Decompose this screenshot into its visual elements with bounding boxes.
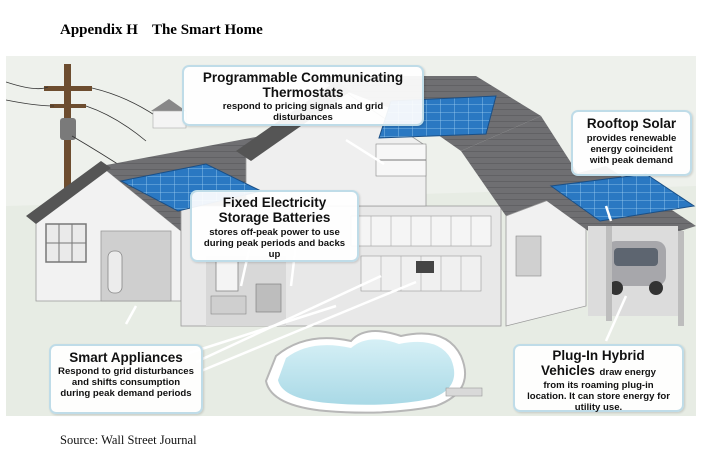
solar-panel-carport bbox=[549, 173, 696, 222]
swimming-pool bbox=[264, 330, 483, 414]
callout-pointers bbox=[124, 138, 628, 373]
storage-title: Fixed Electricity Storage Batteries bbox=[218, 195, 331, 225]
vehicles-title-line1: Plug-In Hybrid bbox=[552, 348, 645, 363]
vehicles-desc-inline: draw energy bbox=[599, 367, 657, 378]
callout-thermostats: Programmable Communicating Thermostats r… bbox=[182, 65, 424, 126]
thermostats-title: Programmable Communicating Thermostats bbox=[202, 70, 404, 100]
utility-pole bbox=[6, 64, 157, 209]
page-heading: Appendix H The Smart Home bbox=[60, 22, 263, 39]
appendix-title: The Smart Home bbox=[151, 22, 263, 38]
solar-desc: provides renewable energy coincident wit… bbox=[586, 133, 677, 166]
callout-smart-appliances: Smart Appliances Respond to grid disturb… bbox=[49, 344, 203, 414]
callout-plug-in-hybrid: Plug-In Hybrid Vehicles draw energy from… bbox=[513, 344, 684, 413]
appliances-title: Smart Appliances bbox=[69, 350, 183, 365]
callout-storage-batteries: Fixed Electricity Storage Batteries stor… bbox=[190, 190, 359, 262]
appliances-desc: Respond to grid disturbances and shifts … bbox=[58, 366, 194, 399]
vehicles-desc: from its roaming plug-in location. It ca… bbox=[527, 380, 670, 413]
callout-rooftop-solar: Rooftop Solar provides renewable energy … bbox=[571, 110, 692, 176]
thermostats-desc: respond to pricing signals and grid dist… bbox=[222, 101, 384, 123]
vehicles-title-line2: Vehicles bbox=[540, 363, 596, 378]
appendix-label: Appendix H bbox=[60, 22, 138, 38]
source-note: Source: Wall Street Journal bbox=[60, 433, 197, 447]
solar-title: Rooftop Solar bbox=[586, 116, 677, 131]
storage-desc: stores off-peak power to use during peak… bbox=[203, 227, 346, 260]
